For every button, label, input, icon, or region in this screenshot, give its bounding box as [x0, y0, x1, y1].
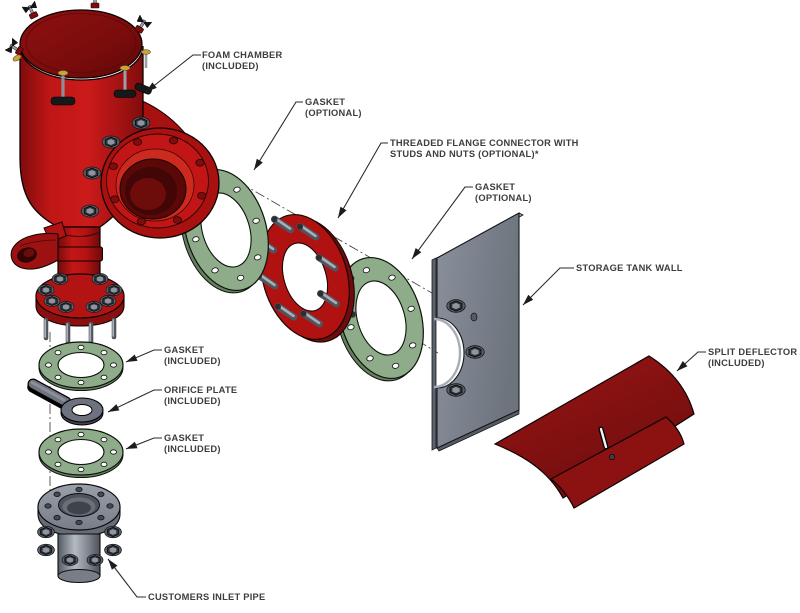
gasket-included-1-part — [38, 341, 124, 391]
callout-label: FOAM CHAMBER — [202, 50, 283, 60]
wall-nut — [446, 299, 466, 313]
callout-gasket-optional-1: GASKET (OPTIONAL) — [253, 97, 362, 171]
bottom-flange-studs — [43, 317, 117, 345]
callout-label: (OPTIONAL) — [475, 193, 532, 203]
foam-chamber-lid — [19, 9, 143, 79]
callout-storage-tank-wall: STORAGE TANK WALL — [522, 263, 683, 306]
customers-inlet-pipe-part — [37, 483, 122, 583]
gasket-included-2-part — [38, 428, 124, 478]
wall-nut — [465, 345, 485, 359]
deflector-slot — [599, 427, 608, 449]
callout-label: GASKET — [475, 182, 515, 192]
foam-chamber-part — [4, 0, 220, 345]
callout-customers-inlet-pipe: CUSTOMERS INLET PIPE — [107, 558, 265, 602]
gasket-optional-2-part — [335, 256, 424, 382]
callout-split-deflector: SPLIT DEFLECTOR (INCLUDED) — [676, 347, 797, 372]
callout-label: STORAGE TANK WALL — [576, 263, 683, 273]
wall-bolt-hole — [470, 312, 478, 322]
orifice-hole — [71, 404, 93, 416]
callout-label: (INCLUDED) — [708, 358, 765, 368]
callout-label: THREADED FLANGE CONNECTOR WITH — [390, 138, 579, 148]
lid-toggle-bolts — [4, 0, 153, 106]
callout-foam-chamber: FOAM CHAMBER (INCLUDED) — [145, 50, 283, 93]
storage-tank-wall-part — [431, 212, 524, 452]
callout-label: GASKET — [164, 345, 204, 355]
outlet-flange-bolt-holes — [108, 136, 207, 226]
callout-label: (INCLUDED) — [202, 61, 259, 71]
foam-chamber-bottom-flange — [35, 273, 125, 345]
callout-label: (OPTIONAL) — [305, 108, 362, 118]
connector-studs-front — [254, 215, 340, 328]
wall-nut — [446, 383, 466, 397]
inlet-flange-bolt-holes — [44, 486, 114, 526]
foam-chamber-outlet-flange — [100, 127, 220, 239]
callout-label: GASKET — [164, 433, 204, 443]
callout-orifice-plate: ORIFICE PLATE (INCLUDED) — [107, 385, 237, 413]
flange-connector-part — [254, 213, 356, 343]
split-deflector-part — [493, 355, 695, 509]
foam-chamber-arm — [10, 221, 67, 270]
callout-label: ORIFICE PLATE — [164, 385, 237, 395]
callouts: FOAM CHAMBER (INCLUDED) GASKET (OPTIONAL… — [107, 50, 797, 602]
callout-label: GASKET — [305, 97, 345, 107]
callout-gasket-included-2: GASKET (INCLUDED) — [125, 433, 221, 454]
orifice-plate-part — [27, 378, 104, 426]
callout-label: (INCLUDED) — [164, 444, 221, 454]
callout-flange-connector: THREADED FLANGE CONNECTOR WITH STUDS AND… — [337, 138, 579, 219]
callout-label: (INCLUDED) — [164, 356, 221, 366]
callout-label: SPLIT DEFLECTOR — [708, 347, 797, 357]
callout-label: CUSTOMERS INLET PIPE — [148, 592, 265, 602]
deflector-hole — [608, 453, 616, 461]
callout-gasket-optional-2: GASKET (OPTIONAL) — [411, 182, 532, 260]
callout-label: (INCLUDED) — [164, 396, 221, 406]
callout-label: STUDS AND NUTS (OPTIONAL)* — [390, 149, 539, 159]
callout-gasket-included-1: GASKET (INCLUDED) — [125, 345, 221, 366]
